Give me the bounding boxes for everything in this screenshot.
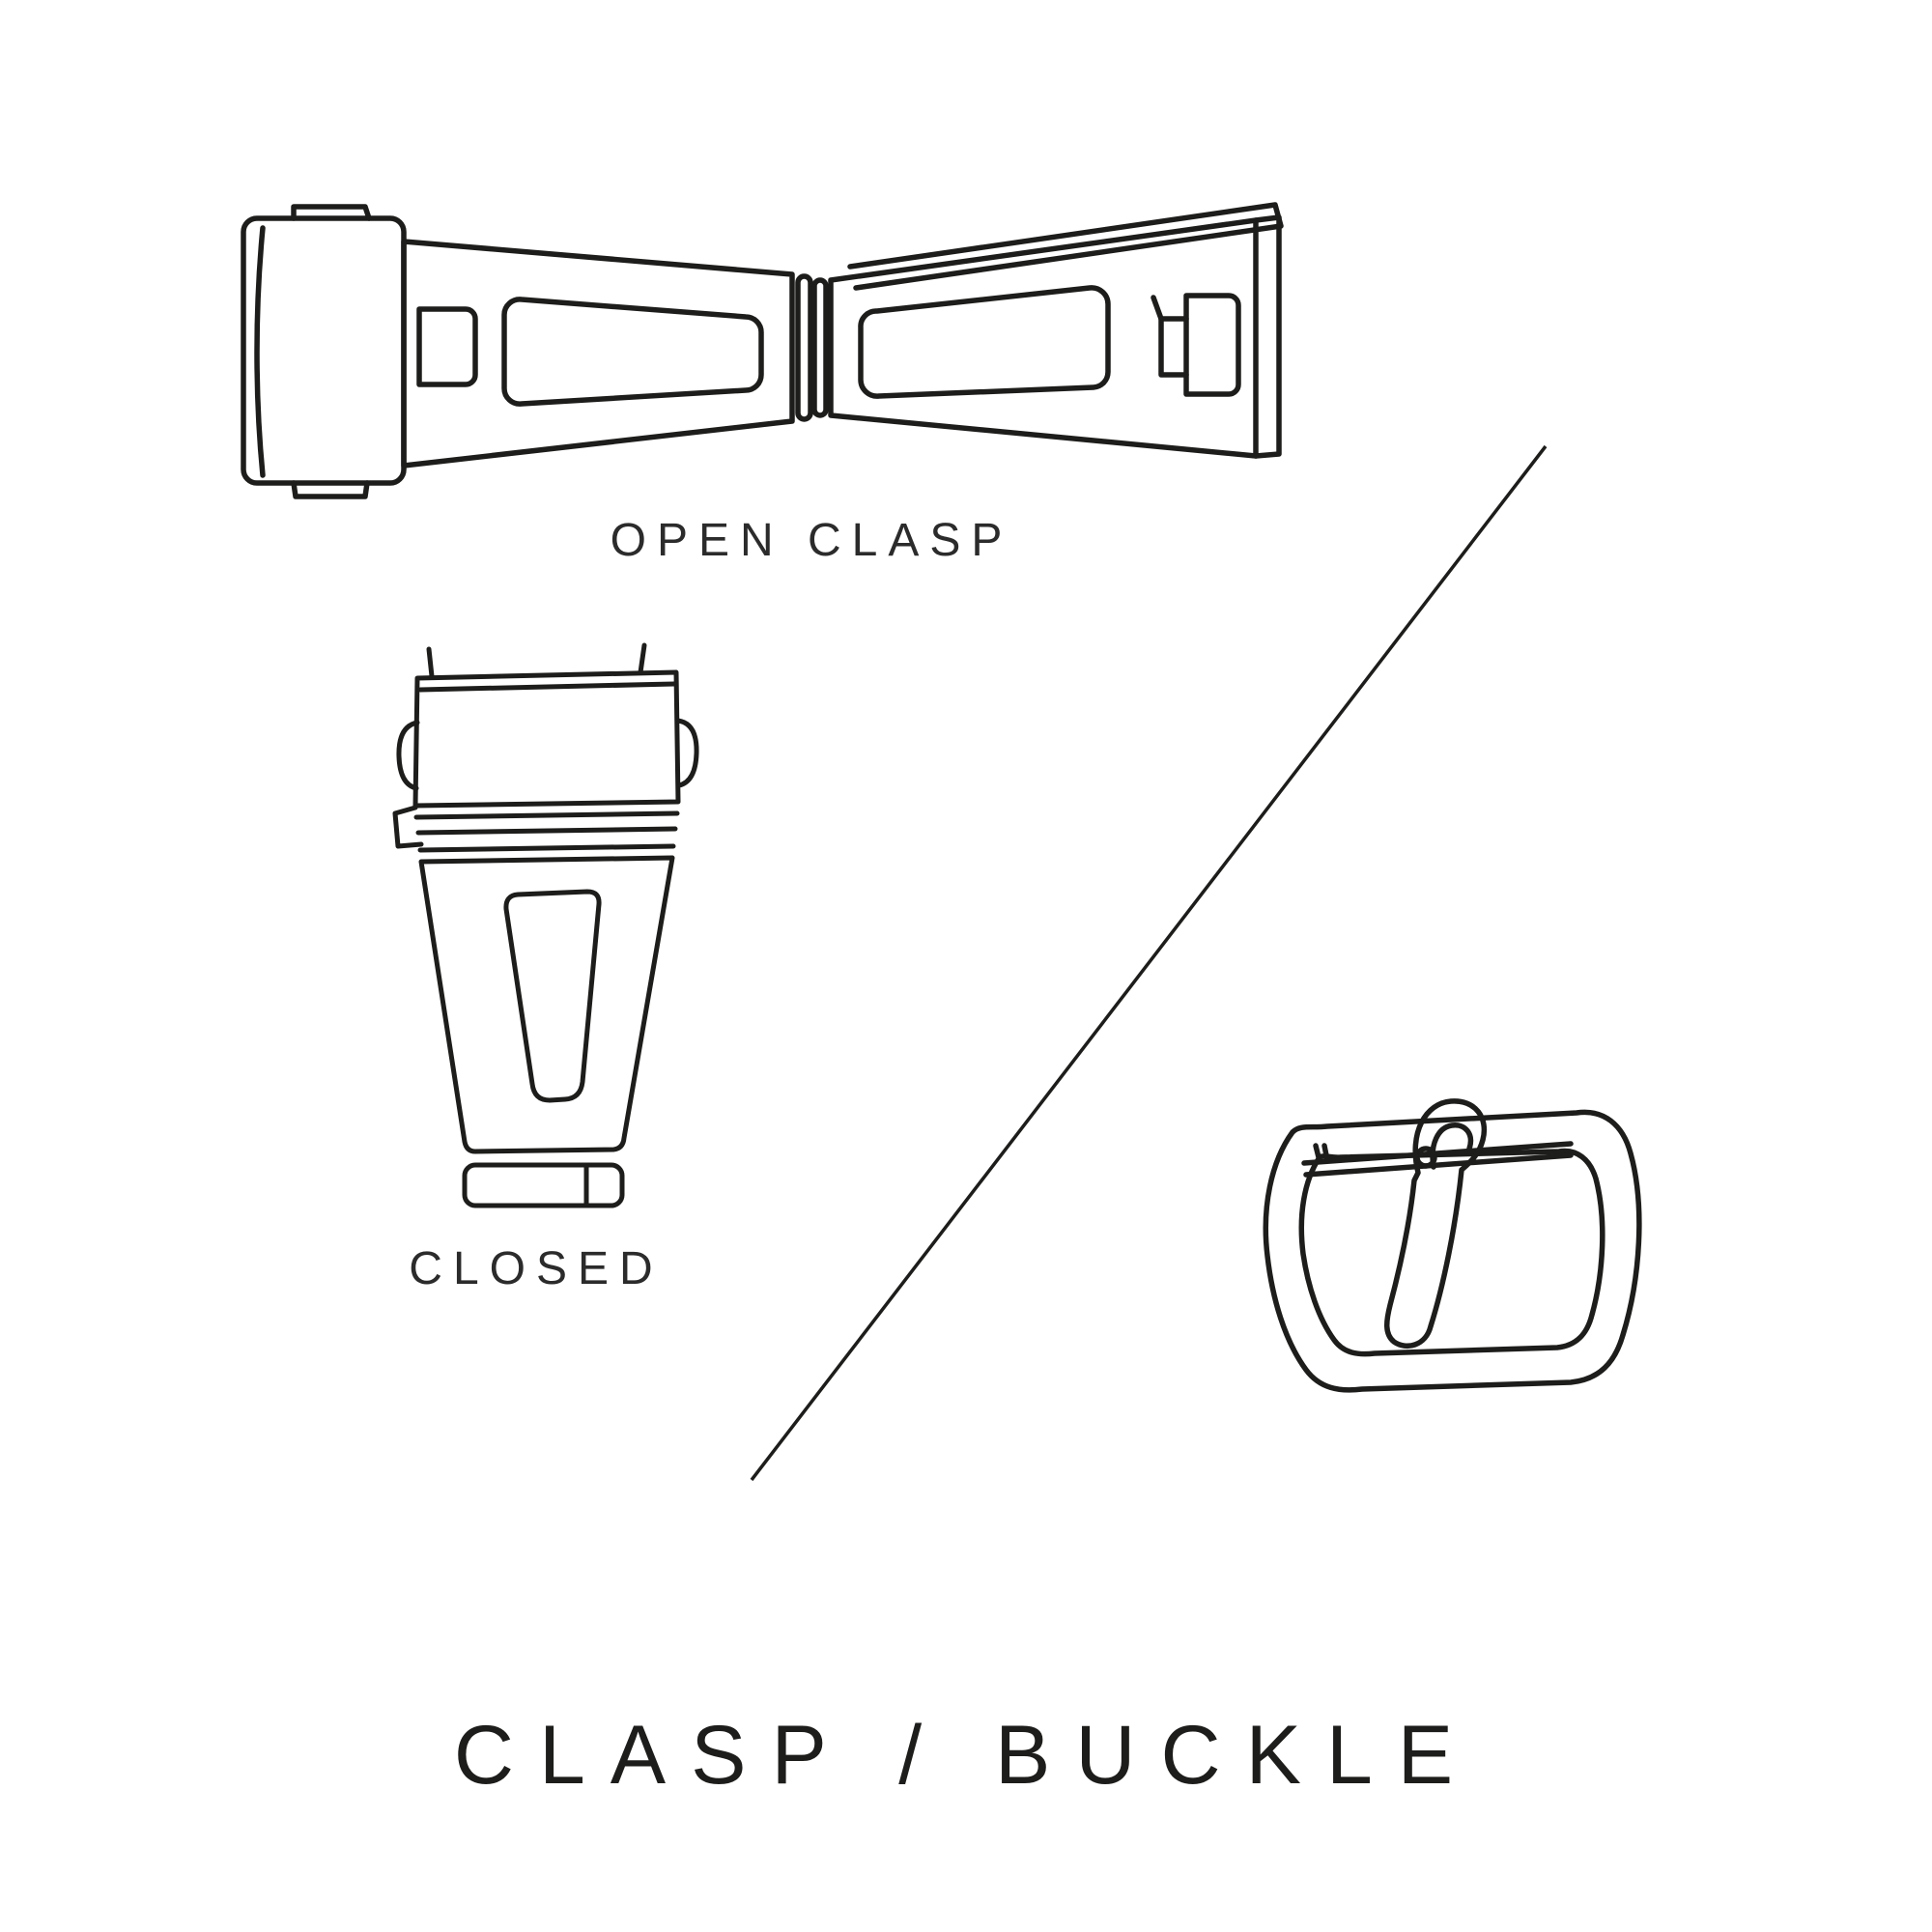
page-title: CLASP / BUCKLE — [453, 1709, 1479, 1802]
tang-buckle-illustration — [1227, 1072, 1681, 1449]
closed-clasp-illustration — [382, 638, 720, 1236]
open-clasp-illustration — [213, 164, 1314, 522]
closed-clasp-label: CLOSED — [409, 1243, 664, 1294]
open-clasp-label: OPEN CLASP — [610, 515, 1013, 566]
divider-line — [734, 435, 1565, 1497]
